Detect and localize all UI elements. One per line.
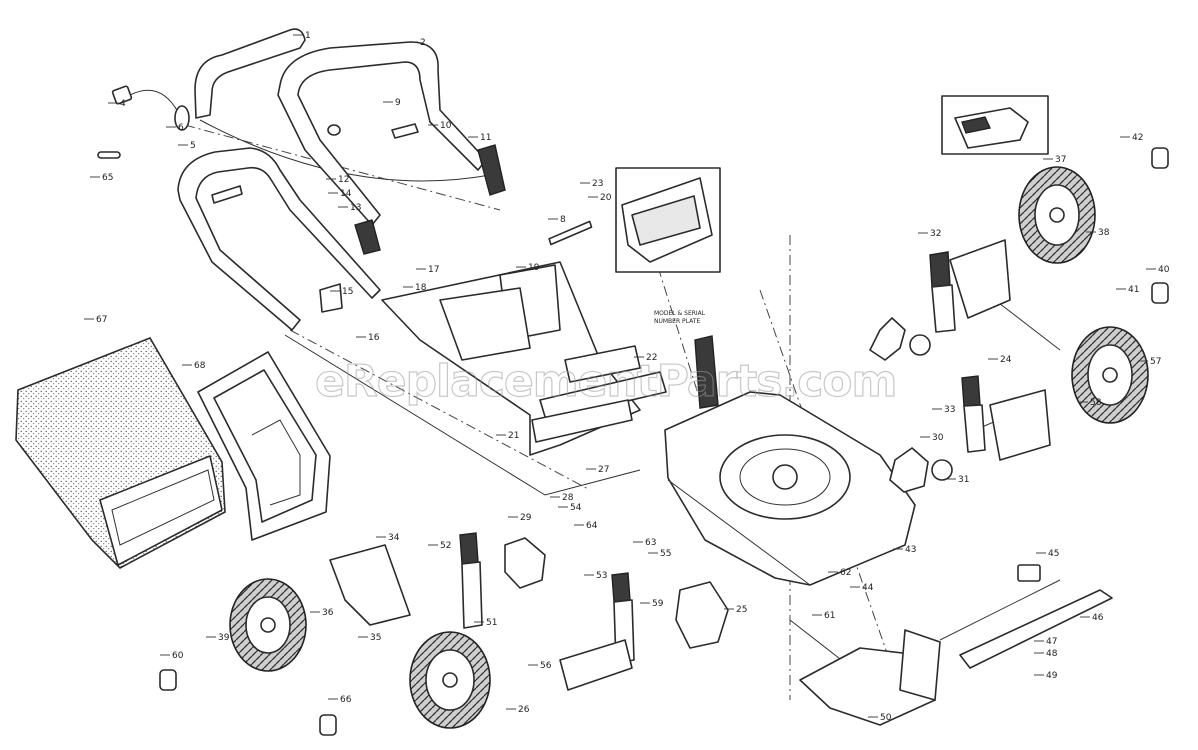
callout-44: 44	[862, 583, 874, 593]
callout-19: 19	[528, 263, 540, 273]
callout-41: 41	[1128, 285, 1139, 295]
blade-and-baffle	[799, 564, 1113, 726]
callout-58: 58	[1090, 398, 1102, 408]
callout-68: 68	[194, 361, 206, 371]
callout-64: 64	[586, 521, 598, 531]
callout-26: 26	[518, 705, 530, 715]
callout-labels: 1245689101112131415161718192021222324252…	[84, 31, 1170, 723]
callout-40: 40	[1158, 265, 1170, 275]
mulch-plug	[941, 95, 1049, 155]
callout-32: 32	[930, 229, 941, 239]
callout-15: 15	[342, 287, 353, 297]
svg-text:NUMBER PLATE: NUMBER PLATE	[654, 318, 700, 325]
bag-frame	[197, 351, 331, 541]
callout-11: 11	[480, 133, 491, 143]
callout-35: 35	[370, 633, 381, 643]
callout-24: 24	[1000, 355, 1012, 365]
callout-27: 27	[598, 465, 609, 475]
callout-23: 23	[592, 179, 603, 189]
model-plate-label: MODEL & SERIAL NUMBER PLATE	[654, 310, 706, 325]
callout-42: 42	[1132, 133, 1143, 143]
callout-65: 65	[102, 173, 113, 183]
callout-14: 14	[340, 189, 352, 199]
callout-17: 17	[428, 265, 439, 275]
callout-56: 56	[540, 661, 552, 671]
callout-12: 12	[338, 175, 349, 185]
callout-62: 62	[840, 568, 851, 578]
callout-4: 4	[120, 99, 126, 109]
svg-text:MODEL & SERIAL: MODEL & SERIAL	[654, 310, 706, 317]
grass-bag	[15, 337, 226, 569]
callout-51: 51	[486, 618, 497, 628]
callout-16: 16	[368, 333, 380, 343]
callout-50: 50	[880, 713, 892, 723]
callout-2: 2	[420, 38, 426, 48]
callout-10: 10	[440, 121, 452, 131]
gear-assemblies	[504, 317, 953, 649]
callout-36: 36	[322, 608, 334, 618]
callout-37: 37	[1055, 155, 1066, 165]
callout-48: 48	[1046, 649, 1058, 659]
callout-33: 33	[944, 405, 955, 415]
callout-39: 39	[218, 633, 230, 643]
engine-cover	[615, 167, 721, 273]
callout-67: 67	[96, 315, 107, 325]
control-bail	[194, 28, 306, 119]
callout-60: 60	[172, 651, 184, 661]
callout-5: 5	[190, 141, 196, 151]
callout-46: 46	[1092, 613, 1104, 623]
callout-45: 45	[1048, 549, 1059, 559]
rear-frame	[381, 220, 667, 456]
callout-1: 1	[305, 31, 311, 41]
throttle-cable	[111, 85, 190, 131]
callout-59: 59	[652, 599, 664, 609]
callout-52: 52	[440, 541, 451, 551]
callout-57: 57	[1150, 357, 1161, 367]
lower-handle	[177, 147, 381, 331]
callout-55: 55	[660, 549, 671, 559]
mower-deck	[664, 335, 916, 586]
axle-brackets	[159, 147, 1169, 736]
callout-54: 54	[570, 503, 582, 513]
callout-30: 30	[932, 433, 944, 443]
callout-38: 38	[1098, 228, 1110, 238]
callout-29: 29	[520, 513, 532, 523]
callout-53: 53	[596, 571, 607, 581]
callout-28: 28	[562, 493, 574, 503]
watermark: eReplacementParts.com	[315, 356, 896, 407]
height-levers	[459, 239, 1051, 664]
callout-61: 61	[824, 611, 835, 621]
callout-34: 34	[388, 533, 400, 543]
callout-22: 22	[646, 353, 657, 363]
callout-9: 9	[395, 98, 401, 108]
callout-18: 18	[415, 283, 427, 293]
callout-66: 66	[340, 695, 352, 705]
callout-6: 6	[178, 123, 184, 133]
upper-handle	[277, 41, 487, 226]
callout-47: 47	[1046, 637, 1057, 647]
callout-31: 31	[958, 475, 969, 485]
handle-knobs	[97, 123, 506, 313]
callout-49: 49	[1046, 671, 1058, 681]
callout-43: 43	[905, 545, 916, 555]
callout-21: 21	[508, 431, 519, 441]
callout-25: 25	[736, 605, 747, 615]
wheels	[229, 166, 1149, 729]
callout-20: 20	[600, 193, 612, 203]
callout-8: 8	[560, 215, 566, 225]
callout-13: 13	[350, 203, 361, 213]
callout-63: 63	[645, 538, 656, 548]
